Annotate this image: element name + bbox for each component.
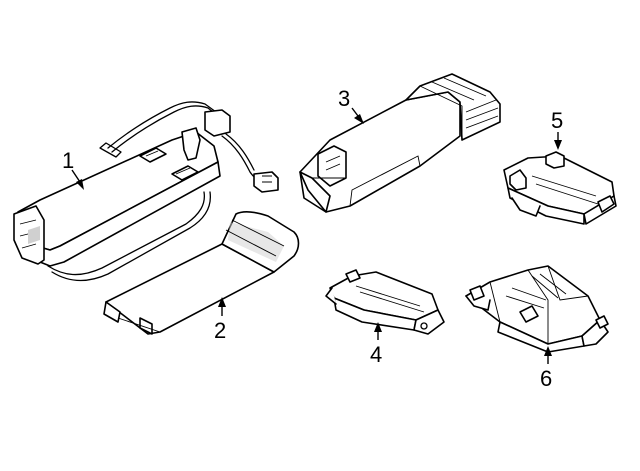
callout-6: 6 [540, 366, 552, 391]
arrow-4 [374, 322, 382, 332]
arrow-1 [76, 179, 84, 190]
arrow-3 [354, 114, 364, 124]
arrow-6 [544, 346, 552, 356]
arrow-2 [218, 297, 226, 307]
part-4-small-module [325, 269, 445, 335]
arrow-5 [554, 140, 562, 150]
callout-1: 1 [62, 148, 74, 173]
callout-labels: 1 2 3 4 5 6 [62, 86, 563, 391]
callout-5: 5 [551, 108, 563, 133]
part-1-module-with-harness [13, 101, 279, 282]
callout-3: 3 [338, 86, 350, 111]
callout-4: 4 [370, 342, 382, 367]
part-2-bracket [103, 211, 300, 335]
leader-3 [351, 107, 359, 117]
callout-2: 2 [214, 318, 226, 343]
part-3-housing [299, 73, 501, 213]
callout-leaders [71, 107, 562, 364]
part-5-module [503, 151, 617, 225]
leader-1 [71, 169, 81, 183]
part-6-bracket [465, 265, 609, 353]
